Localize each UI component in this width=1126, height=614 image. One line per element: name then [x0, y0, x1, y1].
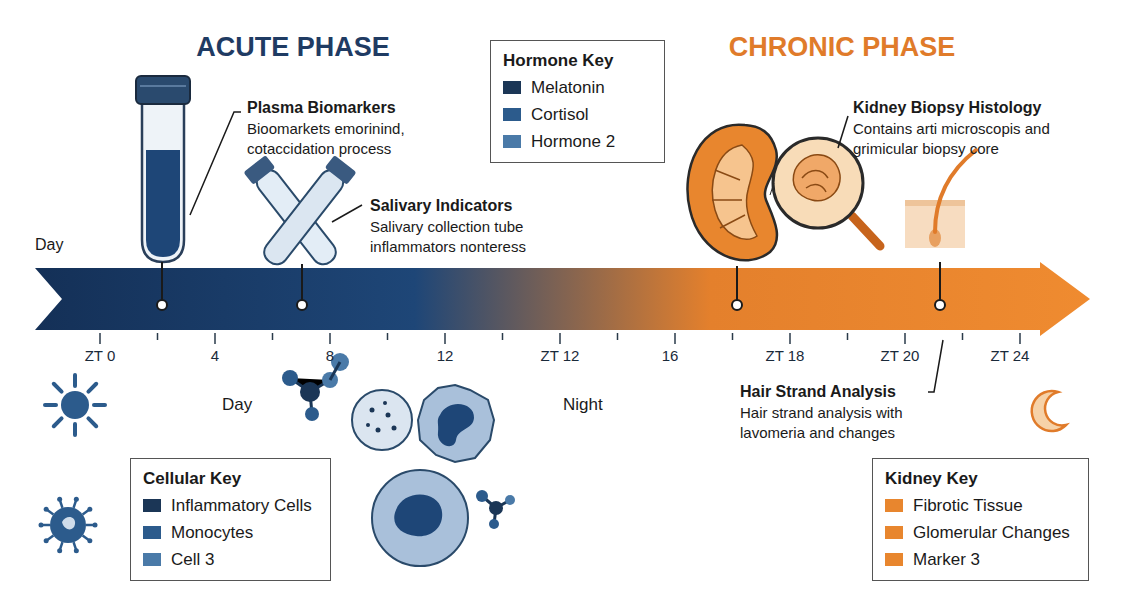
- tick: [847, 333, 849, 340]
- sun-ray: [88, 384, 96, 392]
- legend-entry: Monocytes: [143, 522, 314, 543]
- legend-entry: Melatonin: [503, 77, 648, 98]
- tick: [1019, 333, 1021, 344]
- legend-entry: Fibrotic Tissue: [885, 495, 1072, 516]
- legend-swatch: [885, 499, 903, 512]
- cell-spike-tip: [44, 507, 49, 512]
- cell-spike-tip: [87, 507, 92, 512]
- legend-heading: Hormone Key: [503, 50, 648, 71]
- legend-entry: Cell 3: [143, 549, 314, 570]
- legend-label: Inflammatory Cells: [171, 495, 312, 516]
- legend-swatch: [143, 553, 161, 566]
- cell-spike-tip: [74, 548, 79, 553]
- sun-ray: [73, 424, 77, 435]
- tick: [214, 333, 216, 344]
- sun-ray: [54, 418, 62, 426]
- axis-label: ZT 20: [881, 346, 920, 366]
- kidney-illustration: [687, 116, 880, 310]
- tick: [502, 333, 504, 340]
- tick: [99, 333, 101, 344]
- tick: [732, 333, 734, 340]
- sun-icon: [45, 375, 105, 435]
- phase-heading: CHRONIC PHASE: [729, 30, 956, 65]
- callout-text: Hair strand analysis with lavomeria and …: [740, 403, 940, 442]
- axis-label: 8: [326, 346, 334, 366]
- time-label: Night: [563, 394, 603, 416]
- axis-label: ZT 0: [85, 346, 116, 366]
- tick: [272, 333, 274, 340]
- axis-label: 4: [211, 346, 219, 366]
- legend-swatch: [503, 108, 521, 121]
- legend-label: Marker 3: [913, 549, 980, 570]
- sun-ray: [54, 384, 62, 392]
- tick: [962, 333, 964, 340]
- tick: [387, 333, 389, 340]
- legend-entry: Marker 3: [885, 549, 1072, 570]
- legend-label: Fibrotic Tissue: [913, 495, 1023, 516]
- axis-label: ZT 24: [991, 346, 1030, 366]
- legend-label: Cortisol: [531, 104, 589, 125]
- callout-text: Salivary collection tube inflammators no…: [370, 217, 570, 256]
- tick: [329, 333, 331, 344]
- tick: [617, 333, 619, 340]
- legend-label: Hormone 2: [531, 131, 615, 152]
- legend-box: Cellular KeyInflammatory CellsMonocytesC…: [130, 458, 331, 581]
- legend-entry: Glomerular Changes: [885, 522, 1072, 543]
- tick-marks: [100, 333, 1020, 344]
- legend-entry: Hormone 2: [503, 131, 648, 152]
- axis-label: 12: [437, 346, 454, 366]
- callout-title: Kidney Biopsy Histology: [853, 98, 1041, 119]
- tick: [904, 333, 906, 344]
- legend-entry: Cortisol: [503, 104, 648, 125]
- cell-spike-tip: [44, 538, 49, 543]
- tick: [444, 333, 446, 344]
- tick: [559, 333, 561, 344]
- cell-spike-tip: [39, 523, 44, 528]
- legend-label: Cell 3: [171, 549, 214, 570]
- cell-spike-tip: [57, 497, 62, 502]
- tick: [157, 333, 159, 340]
- axis-label: ZT 12: [541, 346, 580, 366]
- sun-ray: [73, 375, 77, 386]
- legend-heading: Kidney Key: [885, 468, 1072, 489]
- sun-ray: [94, 403, 105, 407]
- legend-heading: Cellular Key: [143, 468, 314, 489]
- legend-entry: Inflammatory Cells: [143, 495, 314, 516]
- legend-box: Kidney KeyFibrotic TissueGlomerular Chan…: [872, 458, 1089, 581]
- sun-ray: [45, 403, 56, 407]
- cell-spike-tip: [87, 538, 92, 543]
- cell-icon: [39, 497, 98, 553]
- legend-swatch: [143, 499, 161, 512]
- legend-swatch: [503, 135, 521, 148]
- legend-label: Melatonin: [531, 77, 605, 98]
- cell-spike-tip: [57, 548, 62, 553]
- tick: [789, 333, 791, 344]
- legend-box: Hormone KeyMelatoninCortisolHormone 2: [490, 40, 665, 163]
- salivary-tubes: [243, 155, 362, 310]
- legend-swatch: [503, 81, 521, 94]
- callout-title: Salivary Indicators: [370, 196, 512, 217]
- legend-label: Monocytes: [171, 522, 253, 543]
- axis-label: ZT 18: [766, 346, 805, 366]
- sun-ray: [88, 418, 96, 426]
- legend-swatch: [143, 526, 161, 539]
- time-label: Day: [222, 394, 252, 416]
- legend-label: Glomerular Changes: [913, 522, 1070, 543]
- cell-spike-tip: [74, 497, 79, 502]
- tick: [674, 333, 676, 344]
- time-label: Day: [35, 235, 63, 256]
- plasma-tube: [136, 76, 241, 310]
- callout-title: Plasma Biomarkers: [247, 98, 396, 119]
- legend-swatch: [885, 553, 903, 566]
- cell-spike-tip: [93, 523, 98, 528]
- legend-swatch: [885, 526, 903, 539]
- axis-label: 16: [662, 346, 679, 366]
- timeline-arrow: [35, 262, 1090, 336]
- callout-text: Bioomarkets emorinind, cotaccidation pro…: [247, 119, 447, 158]
- phase-heading: ACUTE PHASE: [196, 30, 390, 65]
- callout-text: Contains arti microscopis and grimicular…: [853, 119, 1053, 158]
- moon-icon: [1032, 391, 1066, 431]
- callout-title: Hair Strand Analysis: [740, 382, 896, 403]
